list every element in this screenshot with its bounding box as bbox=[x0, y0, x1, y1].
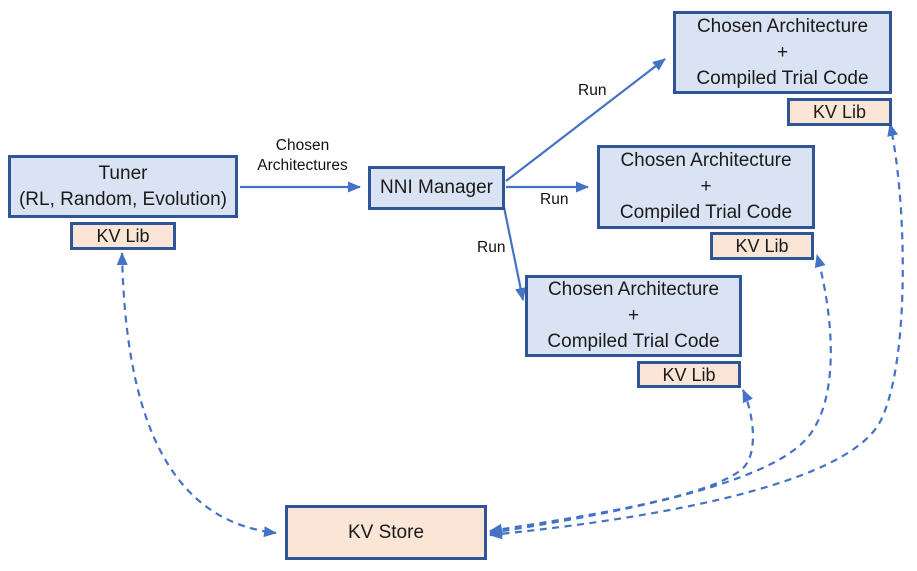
trial3-line1: Chosen Architecture bbox=[547, 279, 720, 300]
edge-kvstore-to-trial3-kvlib bbox=[489, 389, 754, 535]
trial2-line1: Chosen Architecture bbox=[620, 150, 792, 171]
trial2-kvlib-label: KV Lib bbox=[735, 236, 789, 256]
trial3-node: Chosen Architecture + Compiled Trial Cod… bbox=[525, 275, 742, 357]
tuner-node: Tuner (RL, Random, Evolution) bbox=[8, 155, 238, 218]
trial3-line3: Compiled Trial Code bbox=[547, 331, 720, 352]
trial3-kvlib-node: KV Lib bbox=[637, 361, 741, 388]
trial2-line3: Compiled Trial Code bbox=[619, 202, 793, 223]
trial1-kvlib-node: KV Lib bbox=[787, 98, 892, 126]
kv-store-node: KV Store bbox=[285, 505, 487, 560]
run-label-middle: Run bbox=[540, 191, 569, 208]
kv-store-label: KV Store bbox=[347, 521, 425, 543]
trial1-line3: Compiled Trial Code bbox=[696, 67, 869, 89]
chosen-architectures-label: Chosen Architectures bbox=[257, 137, 348, 174]
edge-manager-to-trial-3 bbox=[502, 206, 526, 301]
trial1-node: Chosen Architecture + Compiled Trial Cod… bbox=[673, 11, 892, 94]
tuner-label-line2: (RL, Random, Evolution) bbox=[18, 188, 228, 210]
tuner-label-line1: Tuner bbox=[98, 162, 148, 184]
run-label-top: Run bbox=[578, 82, 607, 99]
trial2-line2: + bbox=[700, 176, 712, 197]
edge-kvstore-to-trial1-kvlib bbox=[489, 123, 904, 540]
run-label-bottom: Run bbox=[477, 239, 506, 256]
tuner-kvlib-node: KV Lib bbox=[70, 222, 176, 250]
tuner-kvlib-label: KV Lib bbox=[96, 226, 150, 246]
trial1-line1: Chosen Architecture bbox=[696, 15, 869, 37]
trial3-kvlib-label: KV Lib bbox=[662, 364, 716, 385]
nni-manager-node: NNI Manager bbox=[368, 166, 505, 210]
trial1-line2: + bbox=[776, 41, 789, 63]
nni-manager-label: NNI Manager bbox=[380, 177, 493, 198]
trial1-kvlib-label: KV Lib bbox=[812, 102, 867, 122]
edge-kvstore-to-tuner-kvlib bbox=[116, 252, 277, 538]
trial2-node: Chosen Architecture + Compiled Trial Cod… bbox=[597, 145, 815, 229]
trial2-kvlib-node: KV Lib bbox=[710, 232, 814, 260]
trial3-line2: + bbox=[627, 305, 640, 326]
